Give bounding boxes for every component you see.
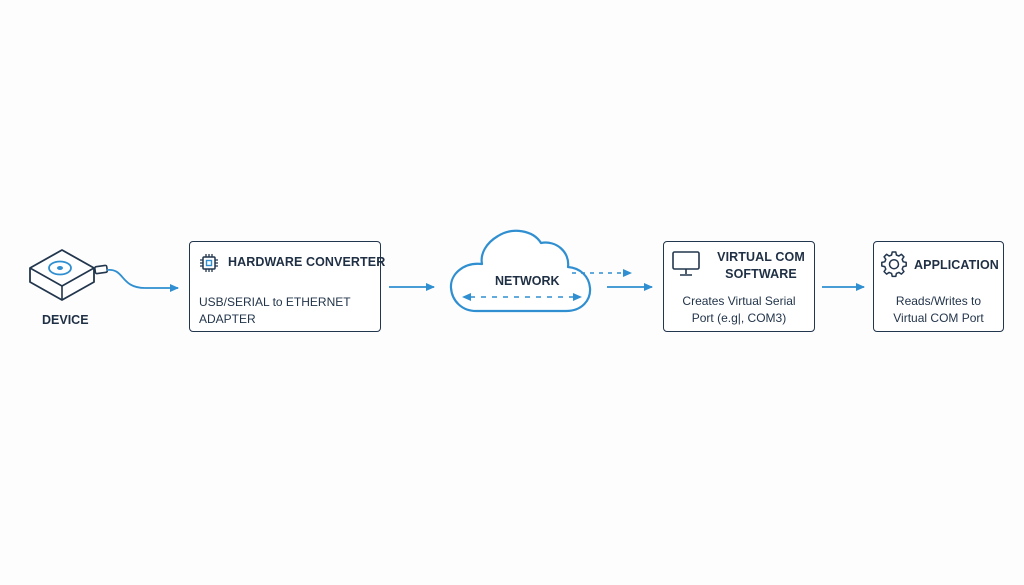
hardware-converter-title: HARDWARE CONVERTER (228, 255, 386, 269)
device-cable-connector (106, 269, 179, 292)
device-icon (29, 249, 109, 301)
network-bidirectional-arrow (462, 293, 582, 301)
virtual-com-software-title: VIRTUAL COM SOFTWARE (717, 250, 805, 281)
chip-icon (200, 254, 218, 272)
virtual-com-software-box: VIRTUAL COM SOFTWARE Creates Virtual Ser… (663, 241, 815, 332)
cloud-icon (449, 229, 592, 313)
device-label: DEVICE (42, 313, 89, 327)
monitor-icon (672, 251, 700, 276)
virtual-com-software-description: Creates Virtual Serial Port (e.g|, COM3) (682, 294, 796, 325)
gear-icon (881, 251, 907, 278)
application-box: APPLICATION Reads/Writes to Virtual COM … (873, 241, 1004, 332)
hardware-converter-box: HARDWARE CONVERTER USB/SERIAL to ETHERNE… (189, 241, 385, 332)
application-description: Reads/Writes to Virtual COM Port (893, 294, 984, 325)
application-title: APPLICATION (914, 258, 999, 272)
hardware-converter-description: USB/SERIAL to ETHERNET ADAPTER (199, 295, 351, 326)
network-label: NETWORK (495, 274, 560, 288)
